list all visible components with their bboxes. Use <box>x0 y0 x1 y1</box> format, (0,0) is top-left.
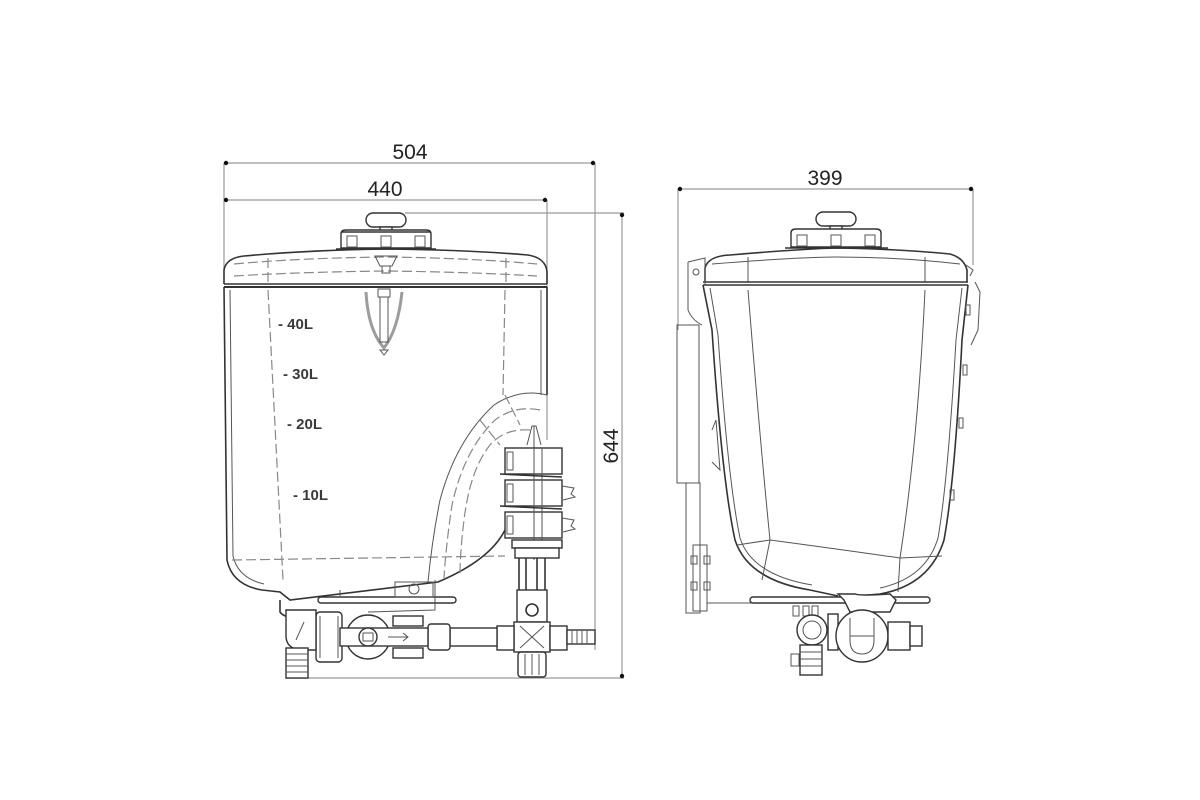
dimension-label-399: 399 <box>807 167 842 190</box>
volume-mark-30l: - 30L <box>283 366 318 383</box>
side-view: 399 <box>676 167 981 676</box>
volume-scale: - 40L - 30L - 20L - 10L <box>278 316 328 504</box>
volume-mark-10l: - 10L <box>293 487 328 504</box>
dimension-644: 644 <box>286 212 625 679</box>
volume-mark-40l: - 40L <box>278 316 313 333</box>
tank-lid <box>223 248 548 288</box>
dimension-399: 399 <box>677 167 974 330</box>
tank-body <box>223 286 548 601</box>
side-tank-lid <box>703 247 974 286</box>
side-valve-assembly <box>790 605 923 676</box>
volume-mark-20l: - 20L <box>287 416 322 433</box>
drain-elbow <box>279 600 317 679</box>
side-base-plate <box>749 593 931 613</box>
side-filler-cap <box>785 211 888 249</box>
support-bracket <box>317 580 457 613</box>
ball-valve <box>315 611 429 663</box>
side-tank-body <box>702 281 981 597</box>
outlet-pipework <box>427 589 596 678</box>
filler-cap <box>336 212 436 250</box>
wall-bracket <box>676 257 760 614</box>
dimension-label-504: 504 <box>392 141 427 164</box>
dimension-label-440: 440 <box>367 178 402 201</box>
dimension-label-644: 644 <box>600 428 623 463</box>
front-view: 504 440 644 <box>223 141 625 679</box>
dimension-504: 504 <box>223 141 596 650</box>
solenoid-valve-stack <box>499 425 577 600</box>
